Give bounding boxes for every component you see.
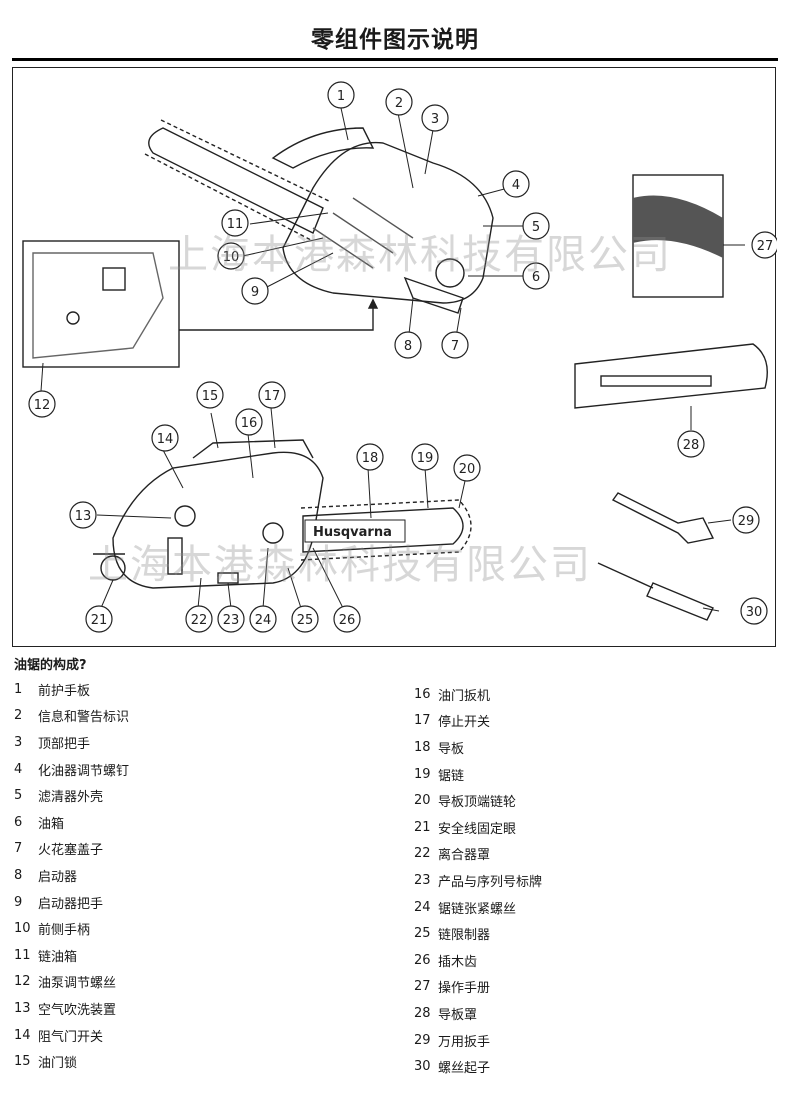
callout-13: 13 xyxy=(75,509,92,524)
callout-14: 14 xyxy=(157,432,174,447)
callout-28: 28 xyxy=(683,438,700,453)
screwdriver-drawing xyxy=(597,562,654,589)
inset-detail-frame xyxy=(22,240,180,368)
bottom-guide-bar xyxy=(302,507,464,553)
callout-17: 17 xyxy=(264,389,281,404)
callout-15: 15 xyxy=(202,389,219,404)
callout-3: 3 xyxy=(431,112,439,127)
bottom-saw-body xyxy=(112,451,324,589)
callout-25: 25 xyxy=(297,613,314,628)
title-divider xyxy=(12,58,778,61)
combination-wrench-drawing xyxy=(611,492,715,544)
top-saw-body xyxy=(282,141,494,304)
parts-diagram: Husqvarna xyxy=(12,67,777,647)
top-guide-bar xyxy=(148,127,324,234)
top-saw-chain xyxy=(144,119,332,241)
callout-11: 11 xyxy=(227,217,244,232)
callout-30: 30 xyxy=(746,605,763,620)
callout-27: 27 xyxy=(757,239,774,254)
callout-12: 12 xyxy=(34,398,51,413)
diagram-drawing: Husqvarna xyxy=(22,81,777,633)
callout-7: 7 xyxy=(451,339,459,354)
callout-19: 19 xyxy=(417,451,434,466)
page-title: 零组件图示说明 xyxy=(311,27,479,53)
callout-16: 16 xyxy=(241,416,258,431)
callout-21: 21 xyxy=(91,613,108,628)
callout-22: 22 xyxy=(191,613,208,628)
callout-23: 23 xyxy=(223,613,240,628)
bar-cover-drawing xyxy=(574,343,768,409)
callout-20: 20 xyxy=(459,462,476,477)
callout-29: 29 xyxy=(738,514,755,529)
callout-10: 10 xyxy=(223,250,240,265)
callout-5: 5 xyxy=(532,220,540,235)
callout-18: 18 xyxy=(362,451,379,466)
callout-26: 26 xyxy=(339,613,356,628)
callout-24: 24 xyxy=(255,613,272,628)
callout-2: 2 xyxy=(395,96,403,111)
callout-6: 6 xyxy=(532,270,540,285)
parts-heading: 油锯的构成? xyxy=(14,658,87,673)
husqvarna-bar-logo: Husqvarna xyxy=(313,525,392,540)
callout-9: 9 xyxy=(251,285,259,300)
callout-1: 1 xyxy=(337,89,345,104)
callout-4: 4 xyxy=(512,178,520,193)
callout-8: 8 xyxy=(404,339,412,354)
